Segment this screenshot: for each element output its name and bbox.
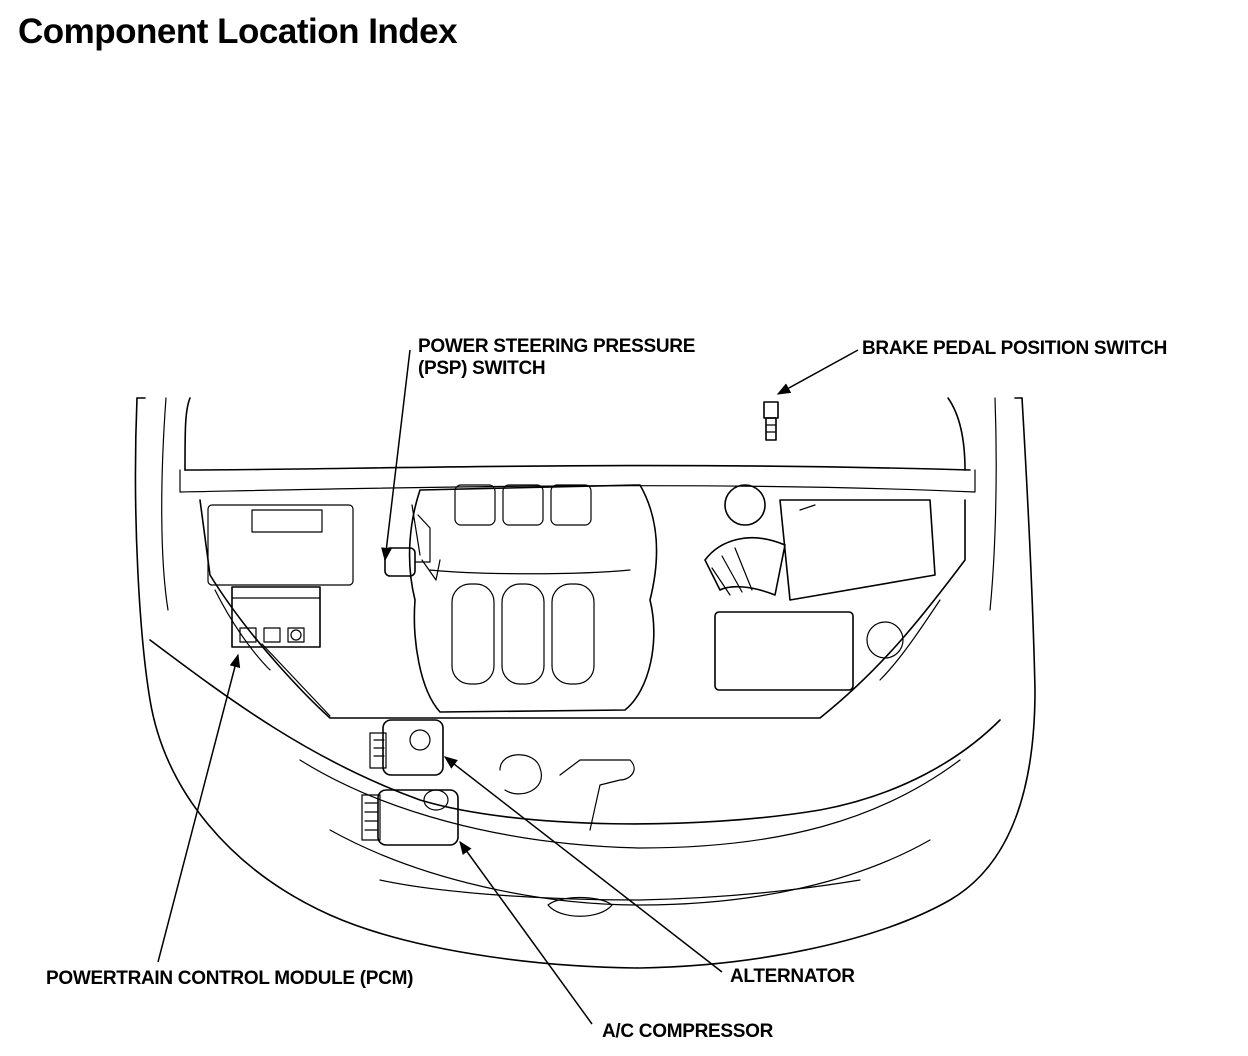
label-alternator: ALTERNATOR: [730, 966, 855, 987]
leader-ac: [459, 840, 593, 1025]
label-psp-line1: POWER STEERING PRESSURE: [418, 336, 696, 357]
front-details: [379, 754, 861, 917]
fuse-box-left: [207, 504, 354, 586]
car-body-outline: [134, 397, 1036, 969]
ac-compressor-part: [361, 789, 459, 846]
label-psp-switch: POWER STEERING PRESSURE (PSP) SWITCH: [418, 336, 695, 380]
page-title: Component Location Index: [18, 12, 458, 51]
leader-psp: [381, 349, 411, 562]
battery: [714, 611, 904, 691]
engine: [408, 484, 658, 713]
brake-pedal-switch: [763, 401, 779, 441]
label-ac-compressor: A/C COMPRESSOR: [602, 1021, 774, 1042]
leader-pcm: [157, 653, 241, 963]
alternator-part: [369, 719, 444, 776]
leader-brake: [776, 349, 859, 395]
label-psp-line2: (PSP) SWITCH: [418, 358, 546, 379]
pcm-module: [231, 586, 321, 648]
leader-alternator: [443, 756, 723, 973]
label-brake-pedal-switch: BRAKE PEDAL POSITION SWITCH: [862, 338, 1168, 359]
engine-bay-opening: [199, 499, 966, 719]
air-intake: [704, 484, 936, 601]
label-pcm: POWERTRAIN CONTROL MODULE (PCM): [46, 968, 414, 989]
leader-lines: [157, 349, 859, 1025]
hood: [179, 397, 976, 493]
psp-switch: [384, 504, 441, 581]
